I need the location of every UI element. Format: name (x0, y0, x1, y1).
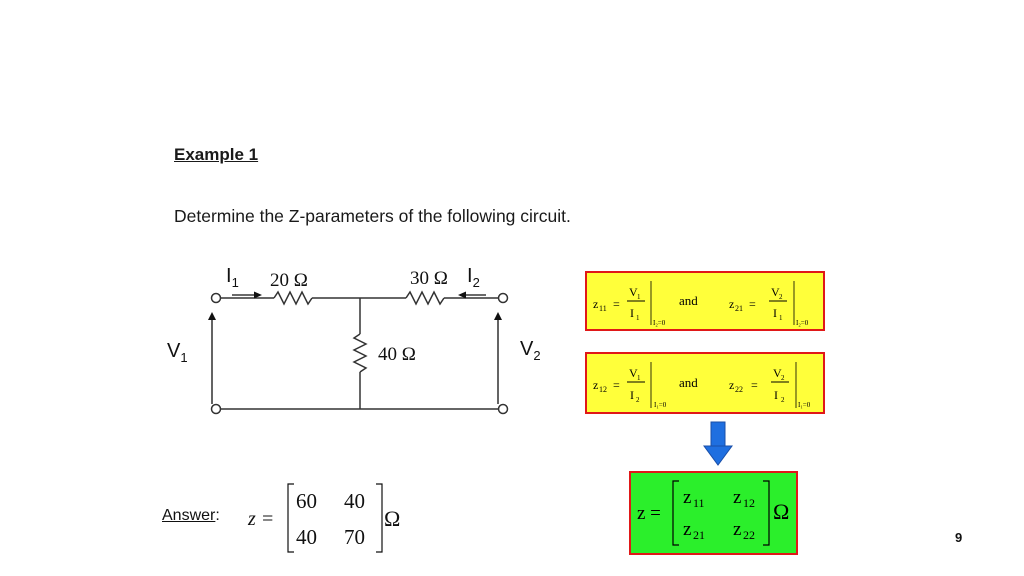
svg-text:z: z (683, 487, 691, 508)
svg-text:40: 40 (344, 489, 365, 513)
svg-text:2: 2 (779, 293, 783, 301)
svg-text:z: z (729, 378, 734, 392)
svg-text:z: z (733, 519, 741, 540)
terminal-top-right (497, 292, 509, 304)
svg-text:I₂=0: I₂=0 (653, 319, 666, 327)
arrow-i2-icon (458, 291, 466, 299)
svg-text:=: = (613, 297, 620, 311)
svg-text:z: z (593, 378, 598, 392)
svg-text:1: 1 (636, 314, 640, 322)
equation-box-z11-z21: z 11 = V 1 I 1 I₂=0 and z 21 = V 2 I 1 I… (585, 271, 825, 331)
svg-text:I₁=0: I₁=0 (654, 401, 667, 409)
resistor-30 (405, 290, 445, 306)
svg-text:2: 2 (781, 374, 785, 382)
svg-text:1: 1 (637, 293, 641, 301)
label-i1: I1 (226, 265, 239, 290)
arrow-v2-icon (494, 312, 502, 320)
svg-text:z: z (733, 487, 741, 508)
label-r2: 30 Ω (410, 268, 448, 289)
terminal-bottom-right (497, 403, 509, 415)
svg-text:40: 40 (296, 525, 317, 549)
svg-text:21: 21 (735, 304, 743, 313)
svg-text:11: 11 (599, 304, 607, 313)
svg-text:and: and (679, 375, 698, 390)
svg-text:=: = (749, 297, 756, 311)
svg-text:Ω: Ω (384, 506, 400, 531)
svg-text:I: I (774, 388, 778, 402)
svg-text:21: 21 (693, 528, 705, 542)
terminal-top-left (210, 292, 222, 304)
svg-text:I: I (630, 306, 634, 320)
label-r3: 40 Ω (378, 344, 416, 365)
svg-text:70: 70 (344, 525, 365, 549)
down-arrow-icon (702, 420, 734, 473)
question-text: Determine the Z-parameters of the follow… (174, 206, 571, 226)
label-i2: I2 (467, 265, 480, 290)
svg-text:22: 22 (743, 528, 755, 542)
equation-box-z12-z22: z 12 = V 1 I 2 I₁=0 and z 22 = V 2 I 2 I… (585, 352, 825, 414)
svg-text:and: and (679, 293, 698, 308)
svg-text:V: V (771, 285, 780, 299)
terminal-bottom-left (210, 403, 222, 415)
label-r1: 20 Ω (270, 270, 308, 291)
svg-text:22: 22 (735, 385, 743, 394)
svg-text:60: 60 (296, 489, 317, 513)
answer-matrix: z = 60 40 40 70 Ω (246, 480, 416, 561)
svg-text:V: V (773, 366, 782, 380)
svg-text:z: z (593, 297, 598, 311)
svg-text:V: V (629, 366, 638, 380)
svg-text:12: 12 (599, 385, 607, 394)
z-matrix-box: z = z 11 z 12 z 21 z 22 Ω (629, 471, 798, 555)
svg-text:Ω: Ω (773, 499, 789, 524)
page-number: 9 (955, 530, 963, 545)
svg-text:I₂=0: I₂=0 (796, 319, 809, 327)
arrow-v1-icon (208, 312, 216, 320)
svg-text:11: 11 (693, 496, 705, 510)
example-heading: Example 1 (174, 145, 259, 164)
label-v2: V2 (520, 338, 541, 363)
resistor-40 (352, 333, 368, 373)
resistor-20 (273, 290, 313, 306)
svg-text:z: z (683, 519, 691, 540)
svg-text:12: 12 (743, 496, 755, 510)
svg-text:I: I (630, 388, 634, 402)
circuit-diagram: 20 Ω 30 Ω 40 Ω (176, 262, 546, 422)
svg-text:1: 1 (637, 374, 641, 382)
label-v1: V1 (167, 340, 188, 365)
svg-text:I: I (773, 306, 777, 320)
svg-text:z =: z = (247, 508, 274, 530)
svg-text:z =: z = (637, 503, 661, 524)
svg-text:2: 2 (781, 396, 785, 404)
arrow-i1-icon (254, 291, 262, 299)
answer-label: Answer: (162, 507, 220, 524)
svg-text:1: 1 (779, 314, 783, 322)
svg-text:I₁=0: I₁=0 (798, 401, 811, 409)
svg-text:=: = (613, 378, 620, 392)
svg-text:=: = (751, 378, 758, 392)
svg-text:V: V (629, 285, 638, 299)
svg-text:z: z (729, 297, 734, 311)
svg-text:2: 2 (636, 396, 640, 404)
